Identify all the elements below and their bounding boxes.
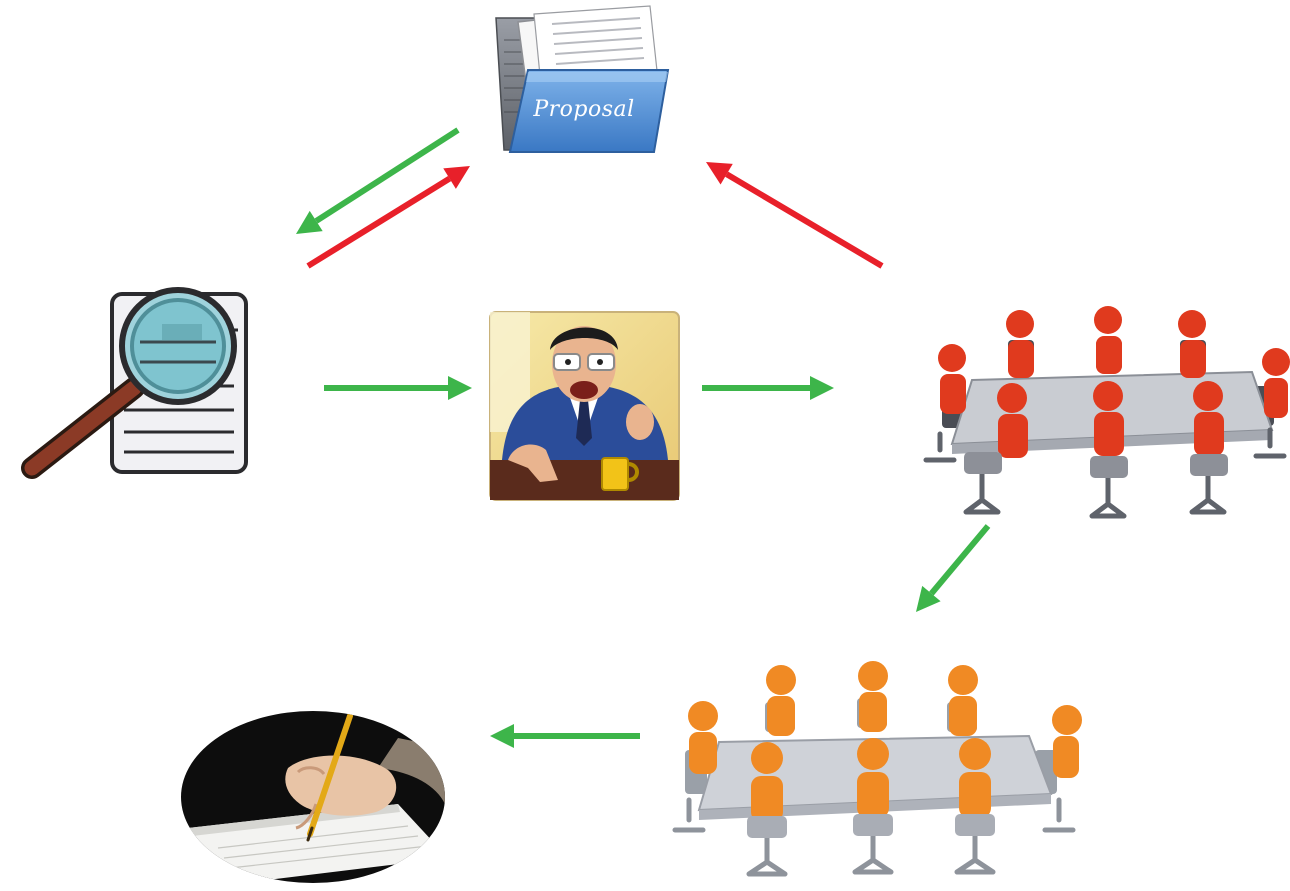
arrowhead-committee-to-committee — [916, 585, 941, 612]
arrow-committee-to-proposal — [725, 171, 884, 269]
proposal-folder-icon: Proposal — [482, 0, 678, 162]
magnifier-document-icon — [12, 287, 260, 486]
boss-at-desk-icon — [488, 310, 681, 502]
arrowhead-committee-to-proposal — [706, 162, 733, 185]
arrowhead-review-to-proposal — [443, 166, 470, 189]
meeting-table-icon — [655, 650, 1090, 888]
arrow-proposal-to-review — [314, 127, 460, 224]
proposal-label: Proposal — [532, 97, 634, 122]
meeting-table-icon — [912, 300, 1290, 530]
arrowhead-boss-to-committee — [810, 376, 834, 400]
arrow-review-to-proposal — [306, 176, 452, 269]
hand-signing-icon — [178, 708, 448, 886]
arrowhead-review-to-boss — [448, 376, 472, 400]
arrowhead-committee-to-signing — [490, 724, 514, 748]
arrow-committee-to-committee — [929, 524, 991, 596]
arrowhead-proposal-to-review — [296, 210, 323, 234]
